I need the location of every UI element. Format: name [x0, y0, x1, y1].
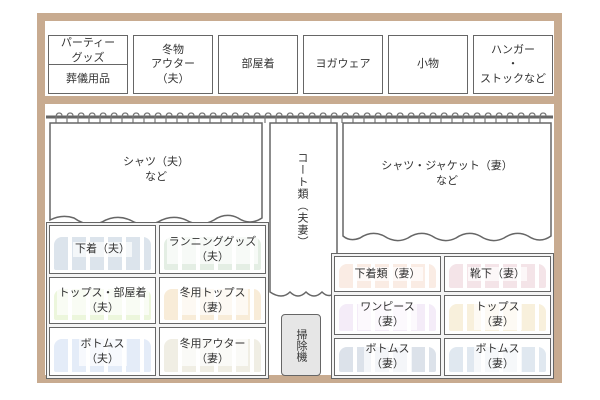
vacuum-cleaner: 掃除機 — [281, 314, 321, 376]
drawer-socks-wife: 靴下（妻） — [444, 256, 551, 292]
shirts-husband-outline — [49, 122, 263, 226]
hanger-hook — [418, 112, 426, 123]
drawer-running-goods-husband: ランニンググッズ （夫） — [159, 225, 266, 274]
drawer-bottoms-wife-1: ボトムス （妻） — [334, 338, 441, 376]
label-coats: コート類（夫妻） — [296, 152, 309, 248]
hanger-hook — [154, 112, 162, 123]
shirts-jackets-wife-outline — [342, 122, 552, 242]
hanger-hook — [352, 112, 360, 123]
hanger-hook — [121, 112, 129, 123]
hanger-hook — [132, 112, 140, 123]
hanger-hook — [528, 112, 536, 123]
hanger-hook — [462, 112, 470, 123]
drawer-winter-outer-wife: 冬用アウター （妻） — [159, 327, 266, 376]
hanger-hook — [165, 112, 173, 123]
drawer-winter-tops-wife: 冬用トップス （妻） — [159, 277, 266, 324]
hanger-hook — [495, 112, 503, 123]
hanger-hook — [176, 112, 184, 123]
hanger-hook — [451, 112, 459, 123]
hanger-hook — [385, 112, 393, 123]
box-accessories: 小物 — [388, 35, 468, 94]
hanger-hooks — [55, 112, 547, 123]
box-funeral-items: 葬儀用品 — [48, 64, 128, 94]
hanger-hook — [517, 112, 525, 123]
drawer-dresses-wife: ワンピース （妻） — [334, 295, 441, 335]
box-loungewear: 部屋着 — [218, 35, 298, 94]
box-winter-outer-husband: 冬物 アウター （夫） — [133, 35, 213, 94]
drawer-bottoms-husband: ボトムス （夫） — [49, 327, 156, 376]
hanger-hook — [374, 112, 382, 123]
hanger-hook — [473, 112, 481, 123]
hanger-hook — [341, 112, 349, 123]
hanger-hook — [143, 112, 151, 123]
hanger-hook — [198, 112, 206, 123]
hanger-hook — [231, 112, 239, 123]
hanger-hook — [110, 112, 118, 123]
box-yoga-wear: ヨガウェア — [303, 35, 383, 94]
hanger-hook — [88, 112, 96, 123]
hanger-hook — [539, 112, 547, 123]
hanger-hook — [363, 112, 371, 123]
hanger-hook — [55, 112, 63, 123]
hanger-hook — [297, 112, 305, 123]
hanger-hook — [209, 112, 217, 123]
hanger-hook — [484, 112, 492, 123]
hanger-hook — [286, 112, 294, 123]
hanger-hook — [66, 112, 74, 123]
hanger-hook — [407, 112, 415, 123]
hanger-hook — [440, 112, 448, 123]
label-shirts-jackets-wife: シャツ・ジャケット（妻） など — [381, 159, 513, 187]
hanger-hook — [187, 112, 195, 123]
hanger-hook — [242, 112, 250, 123]
hanger-hook — [319, 112, 327, 123]
drawer-underwear-wife: 下着類（妻） — [334, 256, 441, 292]
hanger-hook — [275, 112, 283, 123]
hanger-hook — [253, 112, 261, 123]
shelf-divider — [37, 96, 562, 104]
coats-outline — [269, 122, 338, 297]
hanger-hook — [330, 112, 338, 123]
drawer-tops-loungewear-husband: トップス・部屋着 （夫） — [49, 277, 156, 324]
hanger-hook — [506, 112, 514, 123]
hanger-hook — [264, 112, 272, 123]
hanger-hook — [396, 112, 404, 123]
label-shirts-husband: シャツ（夫） など — [123, 155, 189, 183]
drawer-tops-wife: トップス （妻） — [444, 295, 551, 335]
hanger-hook — [99, 112, 107, 123]
drawer-underwear-husband: 下着（夫） — [49, 225, 156, 274]
drawer-bottoms-wife-2: ボトムス （妻） — [444, 338, 551, 376]
hanger-hook — [220, 112, 228, 123]
box-hangers-stock: ハンガー ・ ストックなど — [473, 35, 553, 94]
hanger-hook — [77, 112, 85, 123]
hanger-hook — [308, 112, 316, 123]
hanger-hook — [429, 112, 437, 123]
